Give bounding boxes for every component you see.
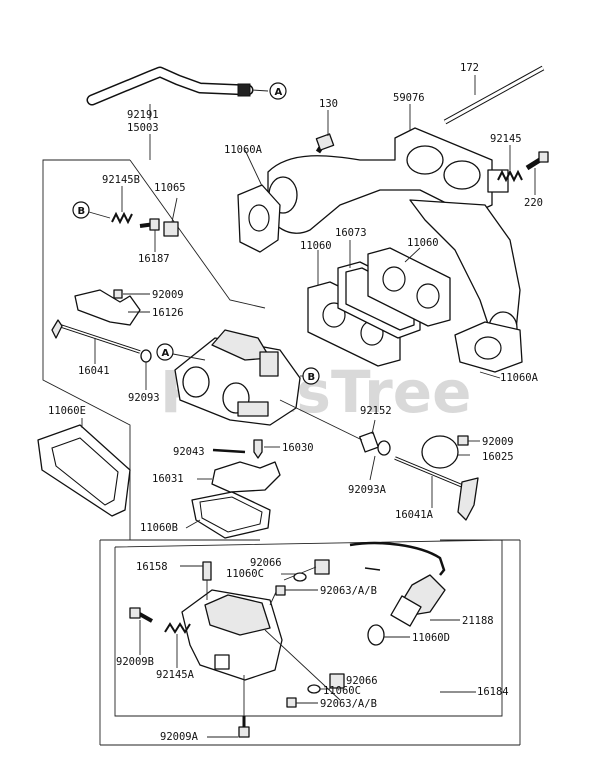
- callout-b-mid: B: [302, 367, 320, 385]
- label-92191: 92191: [127, 109, 159, 121]
- carburetor-body: [174, 329, 303, 426]
- label-92063-bot: 92063/A/B: [320, 698, 377, 710]
- solenoid-21188: [349, 541, 460, 627]
- label-92093: 92093: [128, 392, 160, 404]
- bolt-220: [525, 151, 549, 195]
- label-172: 172: [460, 62, 479, 74]
- label-130: 130: [319, 98, 338, 110]
- label-16025: 16025: [482, 451, 514, 463]
- screw-16158: [180, 561, 212, 600]
- label-92145a: 92145A: [156, 669, 195, 681]
- lever-16041: [51, 319, 141, 364]
- needle-16030: [253, 439, 280, 459]
- label-16158: 16158: [136, 561, 168, 573]
- gasket-11060a-top: [237, 149, 281, 253]
- spring-92145a: [164, 622, 191, 668]
- bolt-130: [315, 110, 335, 154]
- part-labels: 92191 15003 172 59076 130 11060A 92145 2…: [48, 62, 543, 743]
- gasket-11060a-right: [454, 321, 523, 379]
- label-11060c-top: 11060C: [226, 568, 264, 580]
- svg-text:B: B: [308, 372, 316, 383]
- label-11060d: 11060D: [412, 632, 450, 644]
- callout-a-mid: A: [156, 343, 206, 361]
- assembly-outline-15003: [42, 159, 521, 746]
- label-11060b: 11060B: [140, 522, 178, 534]
- label-16073: 16073: [335, 227, 367, 239]
- screw-92009a: [238, 675, 250, 738]
- shaft-16041a: [394, 456, 479, 521]
- label-21188: 21188: [462, 615, 494, 627]
- label-92009b: 92009B: [116, 656, 154, 668]
- svg-text:A: A: [275, 87, 283, 98]
- pin-92043: [212, 448, 246, 454]
- screw-92063-bot: [286, 697, 318, 708]
- label-92009a: 92009A: [160, 731, 199, 743]
- fuel-pipe-92191: [86, 66, 269, 106]
- label-16126: 16126: [152, 307, 184, 319]
- label-16184: 16184: [477, 686, 509, 698]
- intake-manifold-59076: [267, 127, 521, 346]
- assembly-outline-16184: [114, 539, 503, 717]
- label-92145: 92145: [490, 133, 522, 145]
- label-92066-top: 92066: [250, 557, 282, 569]
- screw-92009-top: [113, 289, 150, 299]
- label-16187: 16187: [138, 253, 170, 265]
- leader-bowl-drain: [264, 629, 341, 701]
- label-11060e: 11060E: [48, 405, 86, 417]
- stud-bolt-172: [443, 65, 545, 125]
- label-92066-bot: 92066: [346, 675, 378, 687]
- spring-92145b: [111, 186, 133, 225]
- label-11065: 11065: [154, 182, 186, 194]
- svg-text:B: B: [78, 206, 86, 217]
- gasket-11060-right: [367, 247, 451, 327]
- label-220: 220: [524, 197, 543, 209]
- label-11060-right: 11060: [407, 237, 439, 249]
- label-11060-left: 11060: [300, 240, 332, 252]
- gasket-11060b: [185, 491, 271, 539]
- choke-plate-16025: [421, 435, 470, 469]
- screw-92009b: [129, 607, 153, 655]
- label-16030: 16030: [282, 442, 314, 454]
- label-11060a-top: 11060A: [224, 144, 263, 156]
- plug-92066-bot: [329, 673, 345, 689]
- label-92009-right: 92009: [482, 436, 514, 448]
- plate-16126: [74, 289, 150, 326]
- screw-92009-right: [457, 435, 480, 446]
- gasket-11060e: [37, 418, 131, 517]
- oring-11060d: [367, 624, 410, 646]
- spring-92145: [497, 145, 523, 183]
- label-11060c-bot: 11060C: [323, 685, 361, 697]
- leader-shaft: [279, 399, 363, 441]
- screw-16187: [139, 218, 160, 252]
- callout-a-top: A: [269, 82, 287, 100]
- screw-92063-top: [269, 585, 318, 606]
- label-92152: 92152: [360, 405, 392, 417]
- washer-92093: [140, 349, 152, 390]
- label-16041: 16041: [78, 365, 110, 377]
- label-92009-top: 92009: [152, 289, 184, 301]
- seal-92152: [359, 419, 379, 453]
- label-92145b: 92145B: [102, 174, 140, 186]
- callout-b-left: B: [72, 201, 111, 219]
- label-92063-top: 92063/A/B: [320, 585, 377, 597]
- label-15003: 15003: [127, 122, 159, 134]
- label-16031: 16031: [152, 473, 184, 485]
- float-16031: [197, 461, 281, 493]
- float-bowl: [181, 589, 283, 681]
- nut-11065: [163, 197, 179, 237]
- washer-92093a: [369, 440, 391, 481]
- label-92043: 92043: [173, 446, 205, 458]
- washer-11060c-top: [281, 572, 307, 582]
- label-59076: 59076: [393, 92, 425, 104]
- plug-92066-top: [283, 559, 330, 581]
- svg-text:A: A: [162, 348, 170, 359]
- label-92093a: 92093A: [348, 484, 387, 496]
- label-11060a-right: 11060A: [500, 372, 539, 384]
- label-16041a: 16041A: [395, 509, 434, 521]
